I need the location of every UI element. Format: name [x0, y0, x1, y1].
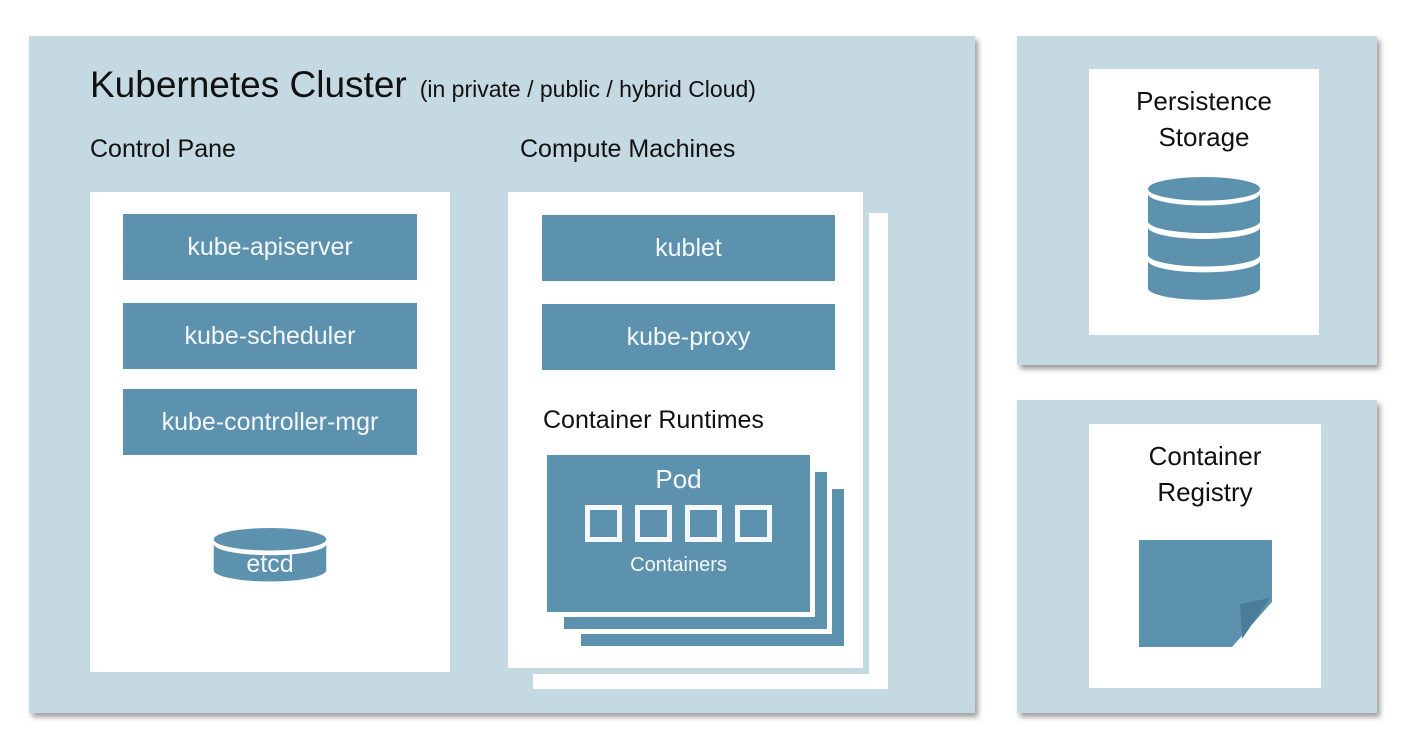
kube-apiserver-box: kube-apiserver — [123, 214, 417, 280]
kube-controller-mgr-box: kube-controller-mgr — [123, 389, 417, 455]
persistence-storage-title: Persistence Storage — [1136, 86, 1272, 152]
pod-stack: Pod Containers — [547, 455, 877, 679]
database-cylinder-icon — [213, 528, 327, 582]
pod-box: Pod Containers — [547, 455, 810, 612]
container-square — [635, 505, 672, 542]
container-registry-title: Container Registry — [1148, 441, 1262, 507]
kube-scheduler-box: kube-scheduler — [123, 303, 417, 369]
kubernetes-cluster-panel: Kubernetes Cluster (in private / public … — [29, 36, 975, 713]
control-pane-label: Control Pane — [90, 135, 236, 163]
folded-page-icon — [1138, 540, 1272, 647]
persistence-storage-card: Persistence Storage — [1089, 69, 1319, 335]
container-registry-card: Container Registry — [1089, 424, 1321, 688]
cluster-title: Kubernetes Cluster — [90, 64, 407, 105]
control-pane-box: kube-apiserver kube-scheduler kube-contr… — [90, 192, 450, 672]
container-square — [685, 505, 722, 542]
compute-machines-box: kublet kube-proxy Container Runtimes Pod… — [508, 192, 863, 668]
database-stack-icon — [1147, 177, 1261, 300]
containers-label: Containers — [630, 554, 727, 576]
etcd-label: etcd — [246, 550, 294, 578]
persistence-storage-panel: Persistence Storage — [1017, 36, 1377, 365]
container-registry-panel: Container Registry — [1017, 400, 1377, 713]
kublet-box: kublet — [542, 215, 835, 281]
kube-proxy-box: kube-proxy — [542, 304, 835, 370]
compute-machines-label: Compute Machines — [520, 135, 736, 163]
container-square — [585, 505, 622, 542]
cluster-subtitle: (in private / public / hybrid Cloud) — [419, 76, 756, 102]
pod-title: Pod — [655, 464, 702, 494]
cluster-title-row: Kubernetes Cluster (in private / public … — [90, 64, 756, 106]
etcd-datastore: etcd — [209, 528, 331, 586]
container-square — [735, 505, 772, 542]
container-squares-row — [585, 505, 772, 542]
container-runtimes-label: Container Runtimes — [543, 406, 764, 434]
